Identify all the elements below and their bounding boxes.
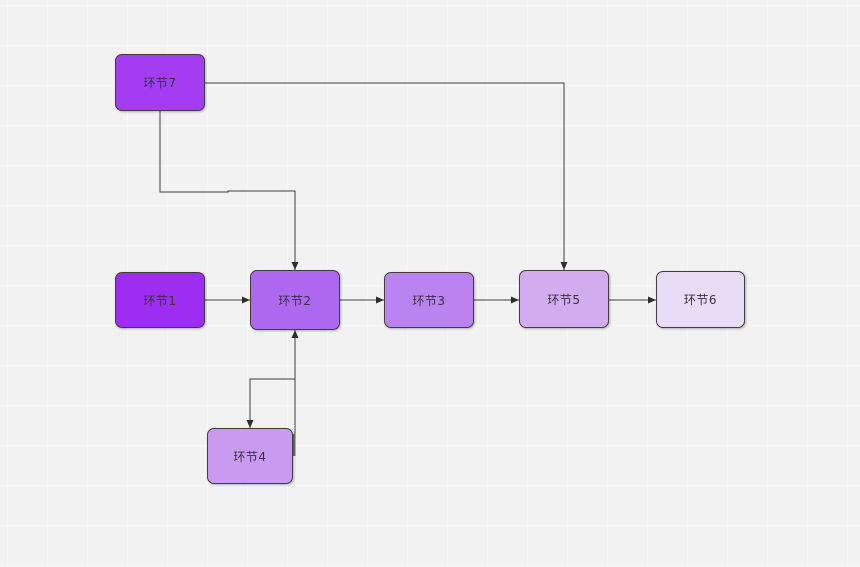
flow-node-3[interactable]: 环节3	[384, 272, 474, 328]
flow-node-6-label: 环节6	[683, 293, 718, 307]
flow-node-5-label: 环节5	[547, 292, 581, 307]
flow-node-2-label: 环节2	[278, 293, 312, 308]
flow-node-4[interactable]: 环节4	[207, 428, 293, 484]
flow-node-3-label: 环节3	[412, 293, 446, 308]
flow-node-1[interactable]: 环节1	[115, 272, 205, 328]
flow-node-4-label: 环节4	[233, 449, 267, 464]
edge-node2-to-node4	[246, 330, 296, 428]
edge-node4-to-node2	[291, 330, 299, 456]
edge-node7-to-node5	[205, 82, 568, 270]
flow-node-2[interactable]: 环节2	[250, 270, 340, 330]
flow-node-5[interactable]: 环节5	[519, 270, 609, 328]
flow-node-1-label: 环节1	[143, 293, 177, 308]
flow-node-7[interactable]: 环节7	[115, 54, 205, 111]
edge-node7-to-node2	[159, 111, 299, 270]
flow-node-6[interactable]: 环节6	[656, 271, 745, 328]
flow-node-7-label: 环节7	[143, 76, 177, 90]
